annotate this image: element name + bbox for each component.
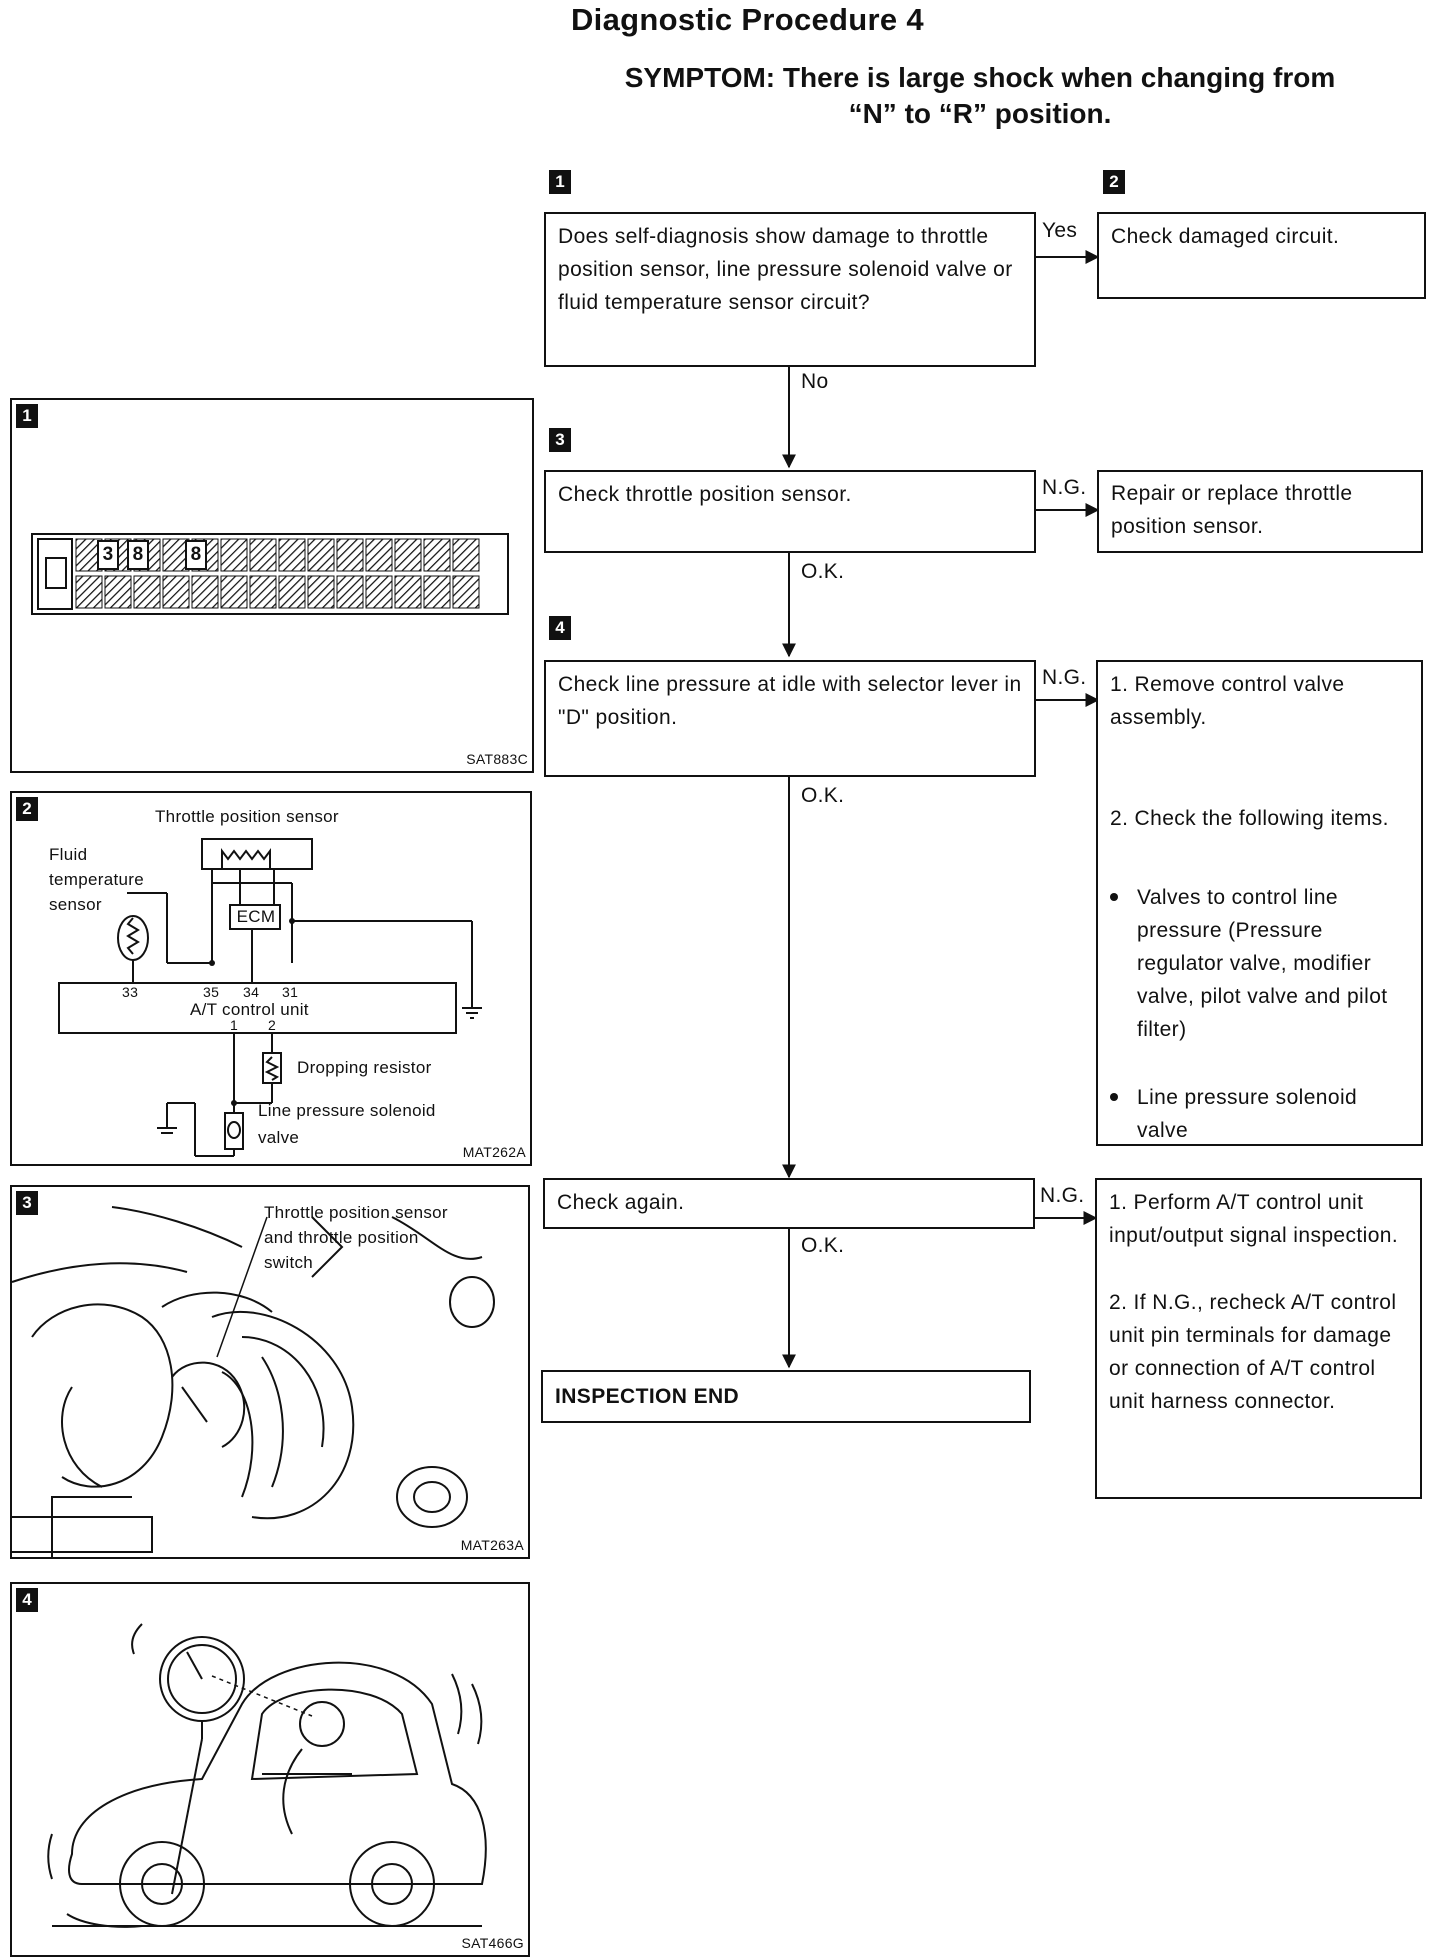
step4-text: Check line pressure at idle with selecto… <box>558 673 1022 729</box>
panel-marker-4: 4 <box>16 1588 38 1612</box>
ng-label-check-again: N.G. <box>1040 1184 1085 1207</box>
display-digit-3: 8 <box>190 544 202 565</box>
step4-ng-bullet1-text: Valves to control line pressure (Pressur… <box>1137 886 1388 1041</box>
ecm-label: ECM <box>236 907 276 926</box>
step2-box: Check damaged circuit. <box>1097 212 1426 299</box>
step1-question-box: Does self-diagnosis show damage to throt… <box>544 212 1036 367</box>
step4-ng-item1: 1. Remove control valve assembly. <box>1110 673 1345 729</box>
inspection-end-text: INSPECTION END <box>555 1385 740 1408</box>
step-marker-1: 1 <box>549 170 571 194</box>
step1-text: Does self-diagnosis show damage to throt… <box>558 225 1013 314</box>
panel-1-code: SAT883C <box>466 751 528 767</box>
engine-label-2: and throttle position <box>264 1228 419 1247</box>
fluid-temp-label-3: sensor <box>49 895 102 914</box>
step3-ng-box: Repair or replace throttle position sens… <box>1097 470 1423 553</box>
bullet-icon <box>1110 893 1118 901</box>
symptom-line-2: “N” to “R” position. <box>848 98 1112 129</box>
dropping-resistor-label: Dropping resistor <box>297 1058 432 1077</box>
no-label: No <box>801 370 829 393</box>
symptom-line-1: SYMPTOM: There is large shock when chang… <box>624 62 1336 93</box>
inspection-end-box: INSPECTION END <box>541 1370 1031 1423</box>
step2-text: Check damaged circuit. <box>1111 225 1340 248</box>
panel-marker-3: 3 <box>16 1191 38 1215</box>
panel-2-code: MAT262A <box>462 1144 526 1160</box>
car-with-pressure-gauge-illustration <box>47 1623 487 1928</box>
display-digit-1: 3 <box>102 544 114 565</box>
step4-ng-item2: 2. Check the following items. <box>1110 807 1389 830</box>
ng-label-step4: N.G. <box>1042 666 1087 689</box>
self-diagnosis-display-illustration <box>31 533 509 615</box>
step-marker-2: 2 <box>1103 170 1125 194</box>
check-again-box: Check again. <box>543 1178 1035 1229</box>
engine-label-3: switch <box>264 1253 314 1272</box>
display-digit-2: 8 <box>132 544 144 565</box>
step3-text: Check throttle position sensor. <box>558 483 852 506</box>
engine-label-1: Throttle position sensor <box>264 1203 448 1222</box>
step4-ng-box: 1. Remove control valve assembly. 2. Che… <box>1096 660 1423 1146</box>
pin-1: 1 <box>230 1017 239 1033</box>
check-again-ng-box: 1. Perform A/T control unit input/output… <box>1095 1178 1422 1499</box>
ok-label-check-again: O.K. <box>801 1234 845 1257</box>
pin-35: 35 <box>203 984 220 1000</box>
step3-box: Check throttle position sensor. <box>544 470 1036 553</box>
pin-2: 2 <box>268 1017 277 1033</box>
panel-3-engine-photo: 3 Throttle position sensor and throttle … <box>10 1185 530 1559</box>
ng-label-step3: N.G. <box>1042 476 1087 499</box>
fluid-temp-label-1: Fluid <box>49 845 88 864</box>
step4-box: Check line pressure at idle with selecto… <box>544 660 1036 777</box>
panel-marker-1: 1 <box>16 404 38 428</box>
panel-3-code: MAT263A <box>460 1537 524 1553</box>
panel-marker-2: 2 <box>16 797 38 821</box>
panel-1-display: 1 <box>10 398 534 773</box>
step4-ng-bullet2-text: Line pressure solenoid valve <box>1137 1086 1358 1142</box>
page-title: Diagnostic Procedure 4 <box>571 2 924 37</box>
panel-4-code: SAT466G <box>461 1935 524 1951</box>
step-marker-4: 4 <box>549 616 571 640</box>
wiring-schematic <box>58 838 482 1157</box>
fluid-temp-label-2: temperature <box>49 870 144 889</box>
atcu-label: A/T control unit <box>190 1000 309 1019</box>
throttle-sensor-label: Throttle position sensor <box>155 807 339 826</box>
solenoid-label-1: Line pressure solenoid <box>258 1101 436 1120</box>
yes-label: Yes <box>1042 219 1078 242</box>
ok-label-step3: O.K. <box>801 560 845 583</box>
check-again-text: Check again. <box>557 1191 685 1214</box>
pin-34: 34 <box>243 984 260 1000</box>
engine-bay-illustration <box>11 1206 495 1557</box>
step3-ng-text: Repair or replace throttle position sens… <box>1111 482 1353 538</box>
check-again-ng-item2: 2. If N.G., recheck A/T control unit pin… <box>1109 1291 1397 1413</box>
step-marker-3: 3 <box>549 428 571 452</box>
bullet-icon <box>1110 1093 1118 1101</box>
panel-2-wiring-diagram: 2 Throttle position sensor Fluid tempera… <box>10 791 532 1166</box>
check-again-ng-item1: 1. Perform A/T control unit input/output… <box>1109 1191 1399 1247</box>
pin-31: 31 <box>282 984 299 1000</box>
solenoid-label-2: valve <box>258 1128 300 1147</box>
ok-label-step4: O.K. <box>801 784 845 807</box>
panel-4-car-gauge: 4 <box>10 1582 530 1957</box>
pin-33: 33 <box>122 984 139 1000</box>
